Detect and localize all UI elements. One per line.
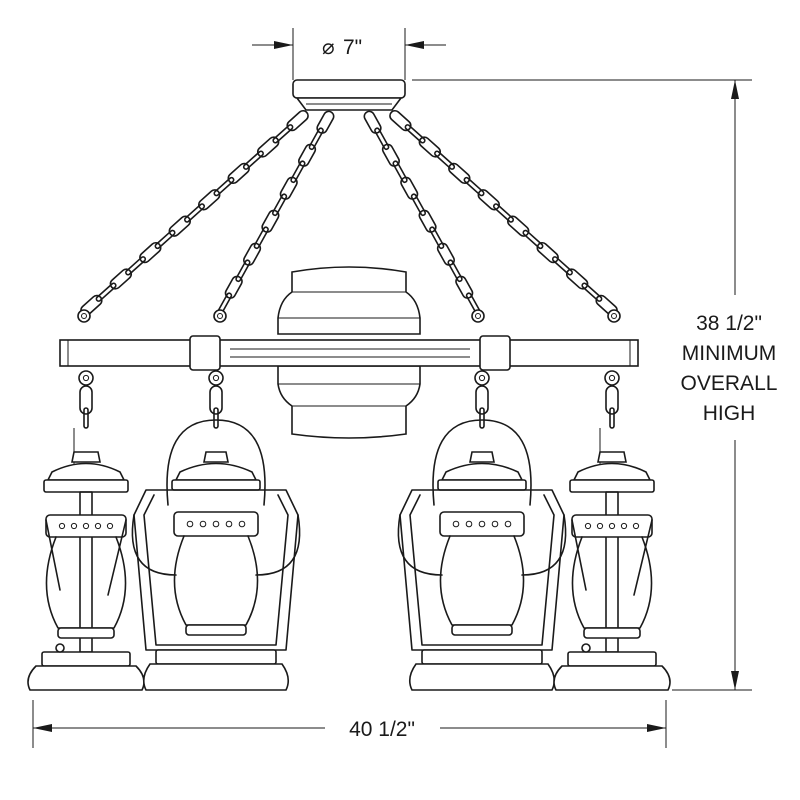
chains xyxy=(77,109,621,323)
height-label-1: 38 1/2" xyxy=(696,312,762,335)
height-label-2: MINIMUM xyxy=(682,342,776,365)
wood-beam xyxy=(59,335,639,371)
chain-inner-right xyxy=(363,110,485,323)
width-dimension: 40 1/2" xyxy=(32,700,667,748)
canopy-diameter-label: 7" xyxy=(343,36,362,59)
height-label-4: HIGH xyxy=(703,402,756,425)
height-label-3: OVERALL xyxy=(681,372,778,395)
chain-outer-left xyxy=(77,109,309,323)
canopy-diameter-dimension: ⌀ 7" xyxy=(252,28,446,80)
width-label: 40 1/2" xyxy=(349,718,415,741)
lantern-side-right xyxy=(553,370,671,691)
lantern-front-left xyxy=(131,370,301,691)
ceiling-canopy xyxy=(292,79,406,111)
diameter-symbol: ⌀ xyxy=(322,36,335,59)
chain-inner-left xyxy=(213,110,335,323)
lantern-front-right xyxy=(397,370,567,691)
lantern-side-left xyxy=(27,370,145,691)
center-drum xyxy=(277,266,421,439)
chain-outer-right xyxy=(389,109,621,323)
lanterns xyxy=(27,370,671,691)
height-dimension: 38 1/2" MINIMUM OVERALL HIGH xyxy=(412,79,778,691)
